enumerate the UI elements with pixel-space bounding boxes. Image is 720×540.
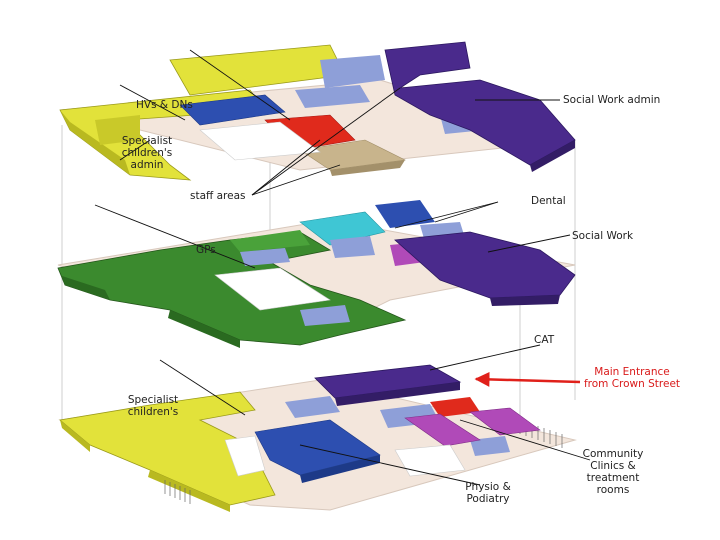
label-physio-podiatry: Physio & Podiatry <box>465 481 511 505</box>
label-gps: GPs <box>196 244 216 256</box>
label-specialist-childrens-admin: Specialist children's admin <box>121 135 173 171</box>
middle-floor <box>57 200 576 348</box>
ground-floor <box>58 364 577 512</box>
ground-red-block <box>430 397 480 417</box>
label-dental: Dental <box>531 195 566 207</box>
main-entrance-arrow <box>474 371 581 387</box>
leader-lines <box>94 49 591 486</box>
label-cat: CAT <box>534 334 555 346</box>
ground-magenta-clinics <box>404 413 481 447</box>
label-social-work-admin: Social Work admin <box>563 94 661 106</box>
label-specialist-childrens: Specialist children's <box>127 394 179 418</box>
label-social-work: Social Work <box>572 230 634 242</box>
middle-purple-block <box>394 231 576 299</box>
label-main-entrance: Main Entrance from Crown Street <box>583 366 681 390</box>
top-blue-block <box>179 94 286 126</box>
label-hvs-dns: HVs & DNs <box>136 99 193 111</box>
label-staff-areas: staff areas <box>190 190 246 202</box>
top-floor <box>59 41 576 181</box>
label-community-clinics: Community Clinics & treatment rooms <box>582 448 644 496</box>
